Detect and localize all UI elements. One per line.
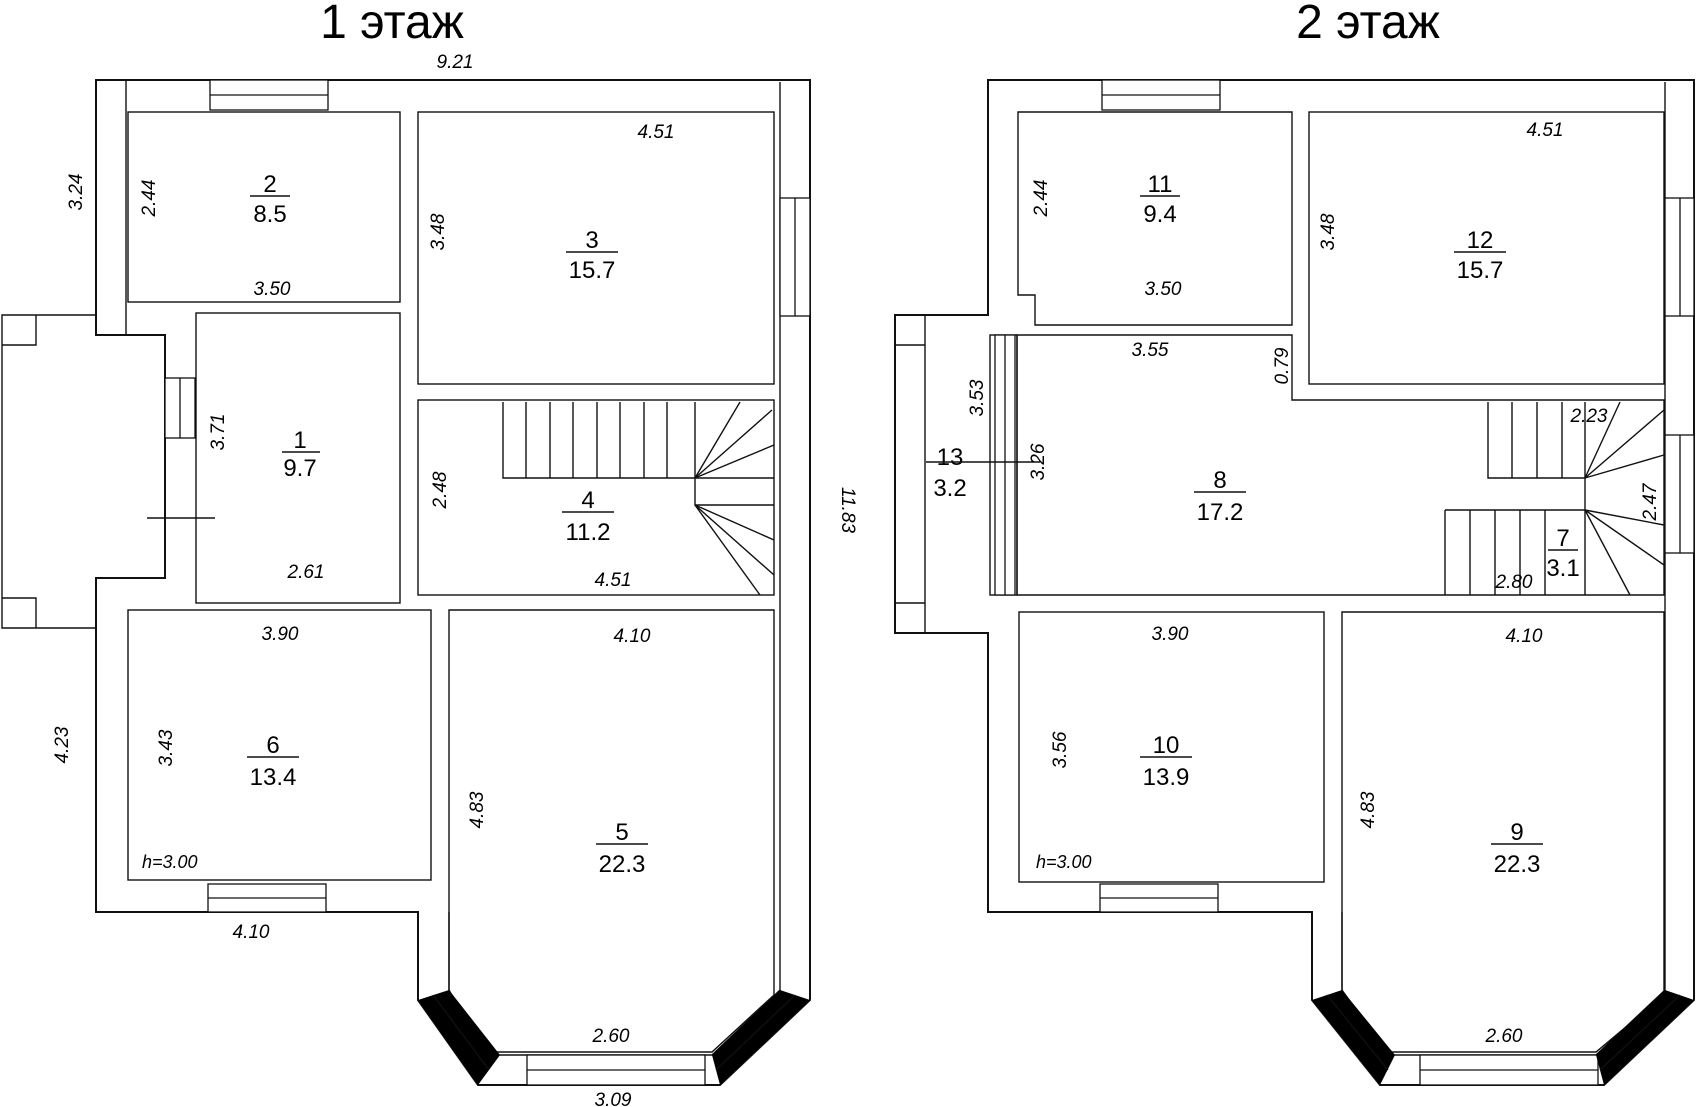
floor-1-title: 1 этаж xyxy=(320,0,464,49)
room-5-label: 5 22.3 xyxy=(596,819,648,878)
room-10-outline xyxy=(1018,611,1325,883)
svg-text:15.7: 15.7 xyxy=(1457,257,1504,284)
ceiling-height-floor-1: h=3.00 xyxy=(142,852,198,872)
svg-text:9: 9 xyxy=(1510,819,1523,846)
dim-r4-w: 4.51 xyxy=(595,570,632,591)
dim-r6-h: 3.43 xyxy=(156,729,177,766)
dim-r5-h: 4.83 xyxy=(467,791,488,828)
dim-r1-w: 2.61 xyxy=(287,562,325,583)
svg-text:8.5: 8.5 xyxy=(253,201,286,228)
floor-2-staircase xyxy=(1444,401,1665,596)
dim-outer-right: 11.83 xyxy=(837,487,858,534)
dim-r12-h: 3.48 xyxy=(1318,213,1339,250)
svg-text:22.3: 22.3 xyxy=(599,851,646,878)
dim-outer-top: 9.21 xyxy=(437,52,474,73)
svg-text:6: 6 xyxy=(266,732,279,759)
floor-1-staircase xyxy=(502,401,775,596)
dim-r9-w: 4.10 xyxy=(1506,626,1543,647)
room-6-label: 6 13.4 xyxy=(247,732,299,791)
svg-text:17.2: 17.2 xyxy=(1197,499,1244,526)
svg-text:13.9: 13.9 xyxy=(1143,764,1190,791)
ceiling-height-floor-2: h=3.00 xyxy=(1036,852,1092,872)
dim-r8-notch: 0.79 xyxy=(1272,347,1293,384)
dim-r2-w: 3.50 xyxy=(254,279,291,300)
dim-stair-w: 2.23 xyxy=(1570,406,1608,427)
room-10-label: 10 13.9 xyxy=(1140,732,1192,791)
dim-r11-w: 3.50 xyxy=(1145,279,1182,300)
svg-text:3.1: 3.1 xyxy=(1546,555,1579,582)
dim-r5-w: 4.10 xyxy=(614,626,651,647)
dim-r13-h: 3.53 xyxy=(967,379,988,416)
dim-r8-w: 3.55 xyxy=(1132,340,1169,361)
room-11-outline xyxy=(1017,111,1293,326)
dim-r12-w: 4.51 xyxy=(1527,120,1564,141)
svg-text:2: 2 xyxy=(263,171,276,198)
dim-r3-w: 4.51 xyxy=(638,122,675,143)
dim-r4-h: 2.48 xyxy=(430,471,451,509)
svg-text:11.2: 11.2 xyxy=(566,519,611,546)
room-2-outline xyxy=(127,111,401,303)
svg-text:10: 10 xyxy=(1153,732,1180,759)
dim-r9-bay: 2.60 xyxy=(1485,1026,1523,1047)
floor-2-title: 2 этаж xyxy=(1296,0,1440,49)
room-12-label: 12 15.7 xyxy=(1454,227,1506,284)
svg-text:9.4: 9.4 xyxy=(1143,201,1176,228)
floor-1-plan: 1 9.7 2 8.5 3 15.7 4 11.2 5 22.3 6 13.4 xyxy=(1,52,858,1107)
svg-text:3.2: 3.2 xyxy=(933,475,966,502)
dim-r10-h: 3.56 xyxy=(1050,731,1071,768)
dim-r9-h: 4.83 xyxy=(1358,791,1379,828)
room-7-label: 7 3.1 xyxy=(1546,525,1579,582)
svg-text:13.4: 13.4 xyxy=(250,764,297,791)
svg-text:1: 1 xyxy=(293,427,306,454)
floor-1-porch xyxy=(1,314,96,629)
svg-text:13: 13 xyxy=(937,444,964,471)
dim-outer-left-bottom: 4.23 xyxy=(52,726,73,763)
svg-text:12: 12 xyxy=(1467,227,1494,254)
dim-r8-h: 3.26 xyxy=(1028,443,1049,480)
svg-text:9.7: 9.7 xyxy=(283,455,316,482)
room-9-outline xyxy=(1341,611,1665,1053)
dim-outer-bottom-left: 4.10 xyxy=(233,922,270,943)
dim-r6-w: 3.90 xyxy=(262,624,299,645)
room-6-outline xyxy=(127,609,432,881)
room-3-outline xyxy=(417,111,775,385)
room-1-label: 1 9.7 xyxy=(282,427,320,482)
dim-r10-w: 3.90 xyxy=(1152,624,1189,645)
dim-r3-h: 3.48 xyxy=(428,213,449,250)
room-5-outline xyxy=(448,609,775,1053)
dim-r1-h: 3.71 xyxy=(208,414,229,451)
room-4-outline xyxy=(417,399,775,596)
room-12-outline xyxy=(1308,111,1665,385)
dim-outer-bottom: 3.09 xyxy=(595,1090,632,1107)
dim-r2-h: 2.44 xyxy=(139,180,160,218)
room-11-label: 11 9.4 xyxy=(1140,171,1180,228)
svg-text:4: 4 xyxy=(581,487,594,514)
room-13-label: 13 3.2 xyxy=(926,444,1040,502)
svg-text:7: 7 xyxy=(1556,525,1569,552)
dim-r11-h: 2.44 xyxy=(1031,180,1052,218)
floor-1-outer-wall xyxy=(95,79,811,1086)
floor-2-plan: 7 3.1 8 17.2 9 22.3 10 13.9 11 9.4 12 15… xyxy=(894,79,1695,1086)
room-1-outline xyxy=(195,312,401,604)
dim-r5-bay: 2.60 xyxy=(592,1026,630,1047)
room-3-label: 3 15.7 xyxy=(566,227,618,284)
svg-text:5: 5 xyxy=(615,819,628,846)
svg-text:15.7: 15.7 xyxy=(569,257,616,284)
floor-2-windows xyxy=(994,79,1695,1086)
room-2-label: 2 8.5 xyxy=(250,171,290,228)
svg-text:11: 11 xyxy=(1148,171,1173,198)
room-9-label: 9 22.3 xyxy=(1491,819,1543,878)
room-4-label: 4 11.2 xyxy=(562,487,614,546)
svg-text:3: 3 xyxy=(585,227,598,254)
floor-1-windows xyxy=(164,79,811,1086)
svg-text:8: 8 xyxy=(1213,467,1226,494)
dim-outer-left-top: 3.24 xyxy=(66,174,87,211)
dim-r7-w: 2.80 xyxy=(1495,572,1533,593)
svg-text:22.3: 22.3 xyxy=(1494,851,1541,878)
dim-stair-h: 2.47 xyxy=(1640,482,1661,521)
room-8-label: 8 17.2 xyxy=(1194,467,1246,526)
